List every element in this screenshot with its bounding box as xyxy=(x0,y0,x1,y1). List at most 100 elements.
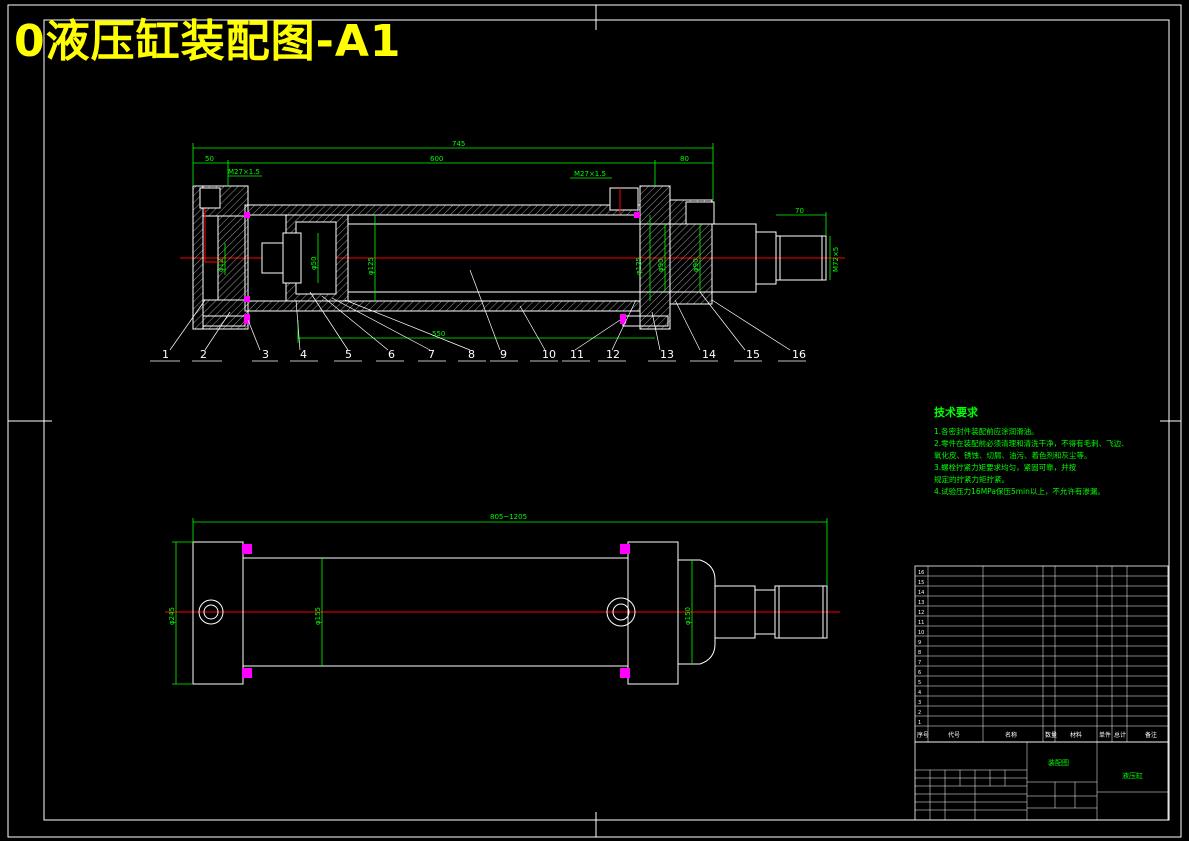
part-number-8: 8 xyxy=(468,348,475,361)
right-head xyxy=(639,185,671,330)
title-block: 装配图 液压缸 xyxy=(914,741,1169,821)
dim-rod-a: φ90 xyxy=(657,258,665,272)
parts-row-number: 3 xyxy=(918,700,921,706)
tech-item: 4.试验压力16MPa保压5min以上，不允许有渗漏。 xyxy=(934,487,1105,496)
parts-row-number: 14 xyxy=(918,590,924,596)
parts-row-number: 1 xyxy=(918,720,921,726)
part-number-6: 6 xyxy=(388,348,395,361)
left-port-circle xyxy=(198,599,224,625)
right-port-inner xyxy=(612,603,630,621)
tube-wall-bottom xyxy=(244,300,641,312)
dim-overall: 745 xyxy=(452,140,465,148)
dim-right-cap: 80 xyxy=(680,155,689,163)
left-port-inner xyxy=(203,604,219,620)
part-number-4: 4 xyxy=(300,348,307,361)
dim-flange: φ150 xyxy=(684,607,692,625)
parts-list-header: 材料 xyxy=(1070,731,1082,739)
parts-list-header: 数量 xyxy=(1045,731,1057,739)
seal-5 xyxy=(244,314,250,324)
port-right xyxy=(609,187,639,211)
part-number-5: 5 xyxy=(345,348,352,361)
dim-left-cap: 50 xyxy=(205,155,214,163)
parts-list-header: 代号 xyxy=(948,731,960,739)
dim-piston: φ50 xyxy=(310,256,318,270)
seal-3 xyxy=(634,212,640,218)
drawing-frame xyxy=(43,19,1170,821)
right-port-circle xyxy=(606,597,636,627)
gland-ext xyxy=(677,559,716,665)
dim-tube: φ155 xyxy=(314,607,322,625)
gland-flange xyxy=(685,201,715,225)
tech-item: 1.各密封件装配前应涂润滑油。 xyxy=(934,427,1039,436)
exterior-dimensions xyxy=(172,518,828,685)
seal-4 xyxy=(620,314,626,324)
piston-core xyxy=(295,221,337,295)
parts-row-number: 2 xyxy=(918,710,921,716)
seal-1 xyxy=(244,212,250,218)
port-left xyxy=(199,187,221,209)
part-number-11: 11 xyxy=(570,348,584,361)
parts-row-number: 15 xyxy=(918,580,924,586)
nut-3 xyxy=(620,544,630,554)
dim-port: φ12 xyxy=(217,258,225,272)
dim-range: 805~1205 xyxy=(490,513,527,521)
parts-row-number: 7 xyxy=(918,660,921,666)
parts-row-number: 11 xyxy=(918,620,924,626)
dim-thread-m72: M72×5 xyxy=(832,247,840,272)
parts-row-number: 5 xyxy=(918,680,921,686)
part-number-9: 9 xyxy=(500,348,507,361)
right-flange-ext xyxy=(627,541,679,685)
parts-row-number: 13 xyxy=(918,600,924,606)
part-number-16: 16 xyxy=(792,348,806,361)
part-number-7: 7 xyxy=(428,348,435,361)
part-number-15: 15 xyxy=(746,348,760,361)
dim-rod-end: 70 xyxy=(795,207,804,215)
part-number-12: 12 xyxy=(606,348,620,361)
page-title: 0液压缸装配图-A1 xyxy=(14,16,402,67)
tube-wall-top xyxy=(244,204,641,216)
parts-list-header: 备注 xyxy=(1145,731,1157,739)
oil-passage-left xyxy=(204,190,225,263)
parts-row-number: 9 xyxy=(918,640,921,646)
parts-list: 16151413121110987654321 序号代号名称数量材料单件总计备注 xyxy=(914,565,1169,743)
tech-item: 氧化皮、锈蚀、切屑、油污、着色剂和灰尘等。 xyxy=(934,451,1092,460)
parts-row-number: 16 xyxy=(918,570,924,576)
left-cap-boss xyxy=(217,215,249,301)
exterior-view: 805~1205 φ245 φ155 φ150 xyxy=(165,513,840,685)
dim-rod-b: φ90 xyxy=(692,258,700,272)
title-drawing-name: 装配图 xyxy=(1048,758,1069,767)
parts-row-number: 6 xyxy=(918,670,921,676)
part-number-14: 14 xyxy=(702,348,716,361)
part-number-3: 3 xyxy=(262,348,269,361)
title-part-name: 液压缸 xyxy=(1122,771,1143,780)
dim-thread-right: M27×1.5 xyxy=(574,170,606,178)
parts-row-number: 12 xyxy=(918,610,924,616)
parts-row-number: 8 xyxy=(918,650,921,656)
parts-row-number: 4 xyxy=(918,690,921,696)
dim-inner: 550 xyxy=(432,330,445,338)
section-view: 745 600 50 80 70 M27×1.5 M27×1.5 550 φ12… xyxy=(150,140,845,362)
part-number-13: 13 xyxy=(660,348,674,361)
parts-row-number: 10 xyxy=(918,630,924,636)
left-cap-lower-section xyxy=(202,299,249,330)
dim-bore-a: φ125 xyxy=(367,257,375,275)
dim-bore-b: φ125 xyxy=(635,257,643,275)
seal-2 xyxy=(244,296,250,302)
tech-item: 2.零件在装配前必须清理和清洗干净，不得有毛刺、飞边、 xyxy=(934,439,1129,448)
technical-requirements: 技术要求 1.各密封件装配前应涂润滑油。 2.零件在装配前必须清理和清洗干净，不… xyxy=(934,404,1134,498)
parts-list-header: 总计 xyxy=(1114,731,1126,739)
parts-list-header: 单件 xyxy=(1099,731,1111,739)
part-number-2: 2 xyxy=(200,348,207,361)
tech-item: 规定的拧紧力矩拧紧。 xyxy=(934,475,1009,484)
rod-thread-ext xyxy=(774,585,828,639)
rod-thread xyxy=(775,235,827,281)
nut-2 xyxy=(242,668,252,678)
tech-item: 3.螺栓拧紧力矩要求均匀，紧固可靠，并按 xyxy=(934,463,1077,472)
part-number-10: 10 xyxy=(542,348,556,361)
dim-stroke: 600 xyxy=(430,155,443,163)
left-cap-hatched xyxy=(192,185,204,330)
tech-heading: 技术要求 xyxy=(934,406,978,419)
leader-lines xyxy=(169,269,791,351)
